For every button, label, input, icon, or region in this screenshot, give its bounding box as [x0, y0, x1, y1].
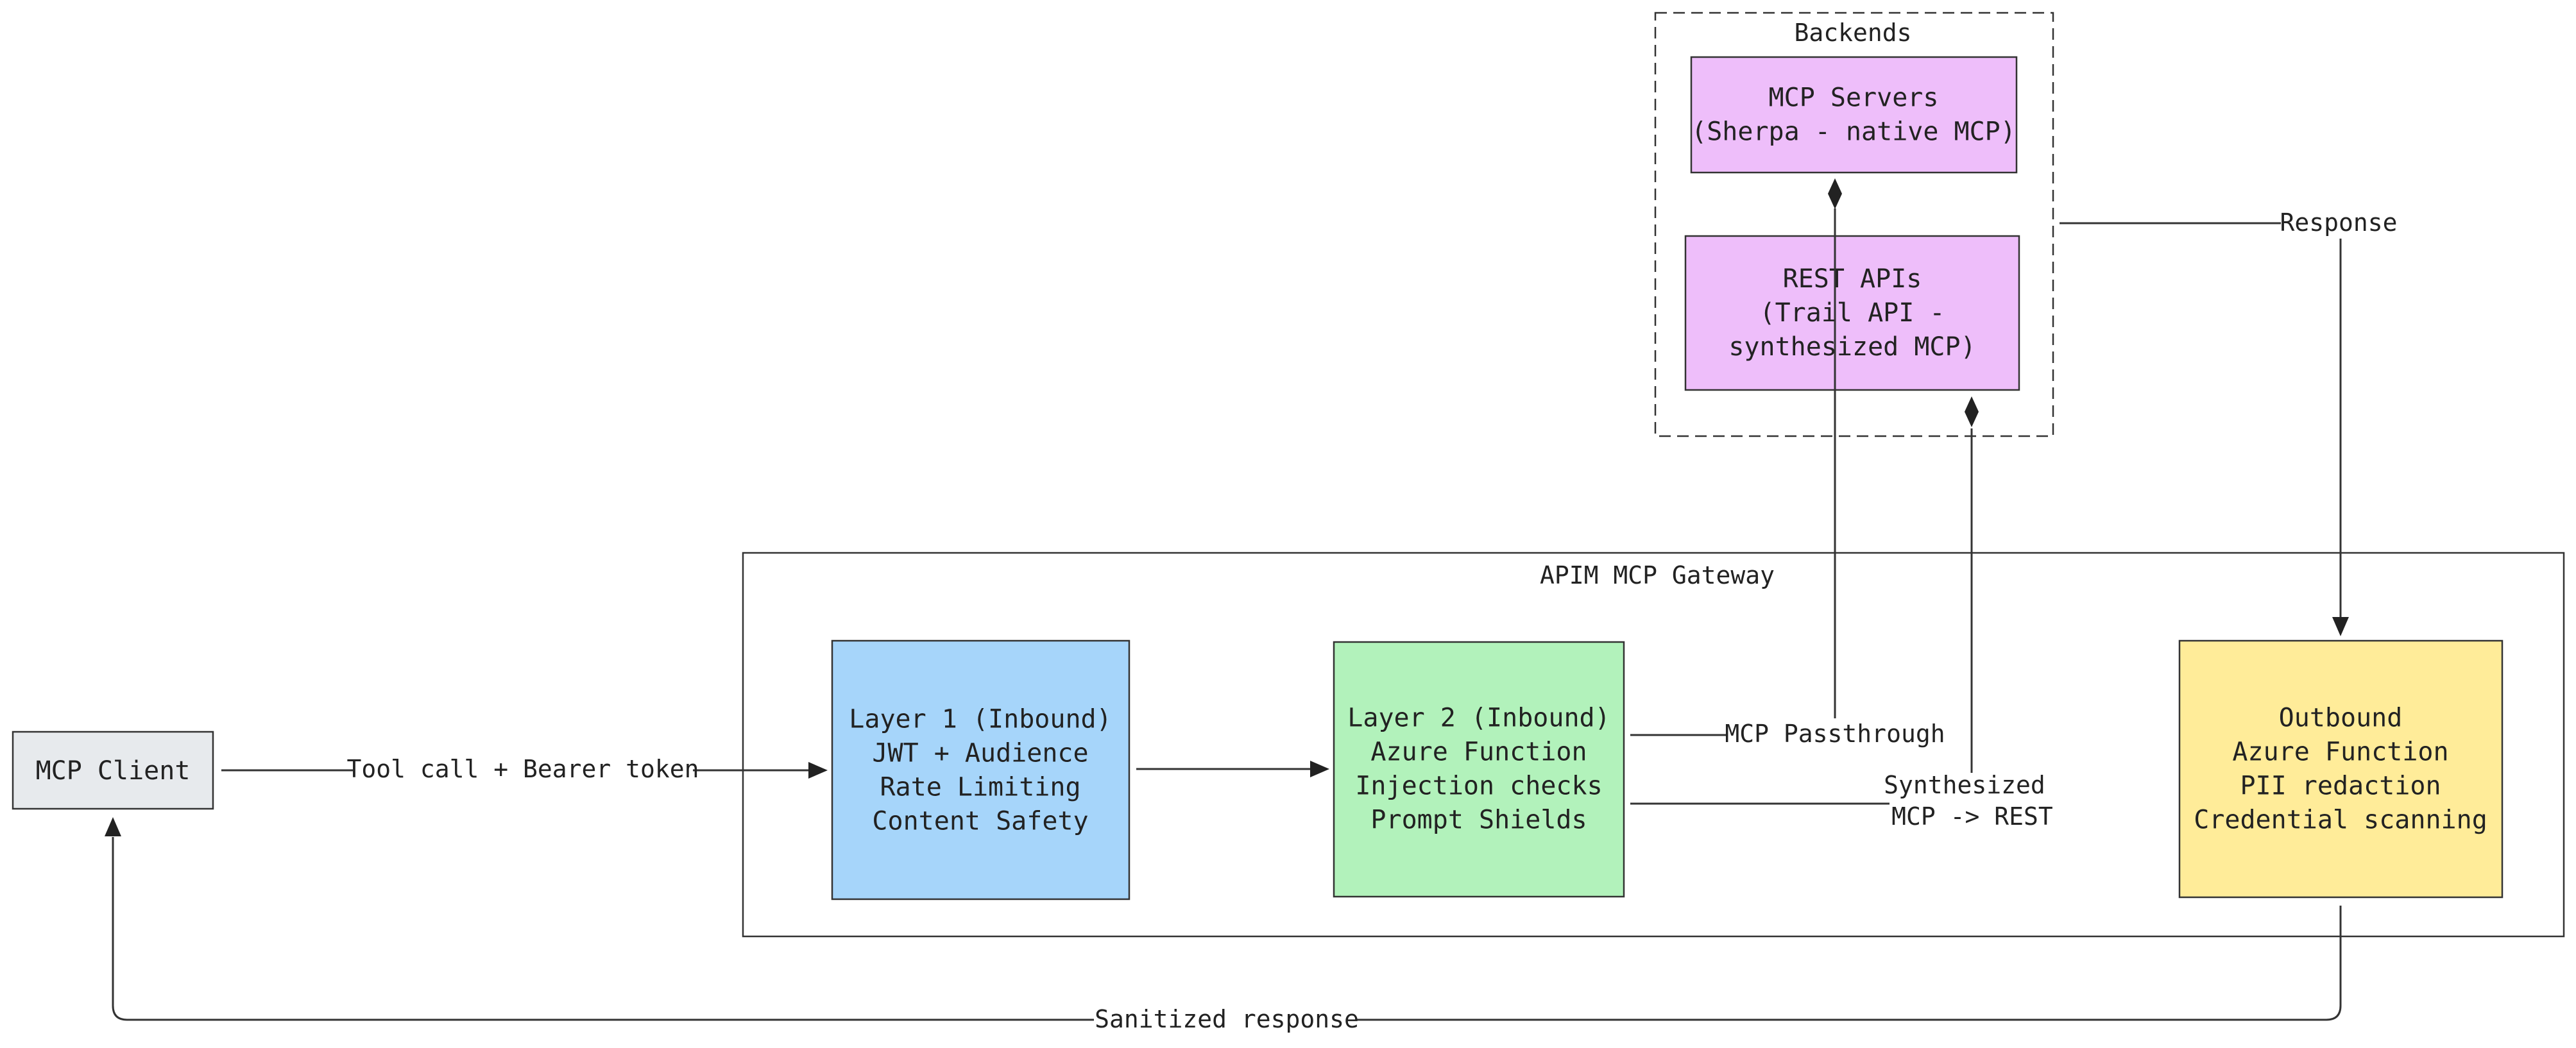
- label-response: Response: [2280, 208, 2397, 237]
- edge-tool-call: Tool call + Bearer token: [221, 754, 828, 785]
- layer2-line-2: Azure Function: [1370, 738, 1587, 767]
- edge-passthrough: MCP Passthrough: [1630, 178, 1945, 750]
- rest-apis-node[interactable]: REST APIs (Trail API - synthesized MCP): [1684, 235, 2020, 391]
- gateway-title: APIM MCP Gateway: [1540, 561, 1775, 589]
- label-passthrough: MCP Passthrough: [1725, 720, 1945, 748]
- layer2-line-3: Injection checks: [1355, 772, 1602, 801]
- arrowhead: [808, 762, 828, 779]
- rest-apis-line-1: REST APIs: [1783, 264, 1922, 294]
- label-tool-call: Tool call + Bearer token: [346, 755, 699, 783]
- mcp-client-line-1: MCP Client: [36, 756, 191, 786]
- diamond-head: [1828, 178, 1842, 209]
- gateway-group: APIM MCP Gateway: [742, 552, 2565, 938]
- mcp-servers-node[interactable]: MCP Servers (Sherpa - native MCP): [1690, 56, 2018, 174]
- outbound-line-4: Credential scanning: [2194, 806, 2487, 835]
- label-sanitized: Sanitized response: [1095, 1005, 1359, 1033]
- label-synthesized-2: MCP -> REST: [1891, 802, 2053, 831]
- arrowhead: [1310, 761, 1329, 777]
- label-synthesized-1: Synthesized: [1884, 771, 2045, 799]
- backends-group: Backends: [1654, 12, 2054, 437]
- outbound-line-1: Outbound: [2279, 704, 2403, 733]
- layer1-line-4: Content Safety: [872, 807, 1088, 836]
- mcp-servers-line-2: (Sherpa - native MCP): [1691, 117, 2016, 147]
- rest-apis-line-2: (Trail API -: [1760, 298, 1945, 328]
- arrowhead: [105, 817, 121, 836]
- outbound-line-3: PII redaction: [2240, 772, 2441, 801]
- layer2-node[interactable]: Layer 2 (Inbound) Azure FunctionInjection…: [1333, 641, 1625, 898]
- layer1-line-2: JWT + Audience: [872, 739, 1088, 768]
- edge-response: Response: [2060, 208, 2398, 636]
- layer2-line-1: Layer 2 (Inbound): [1347, 704, 1610, 733]
- layer1-line-1: Layer 1 (Inbound): [849, 705, 1111, 734]
- rest-apis-line-3: synthesized MCP): [1728, 332, 1975, 362]
- edge-sanitized: Sanitized response: [105, 817, 2342, 1035]
- mcp-servers-line-1: MCP Servers: [1769, 83, 1939, 113]
- backends-title: Backends: [1794, 19, 1911, 47]
- layer1-line-3: Rate Limiting: [880, 773, 1080, 802]
- diamond-head: [1965, 396, 1979, 427]
- outbound-line-2: Azure Function: [2232, 738, 2448, 767]
- edge-synthesized: Synthesized MCP -> REST: [1630, 396, 2053, 831]
- layer2-line-4: Prompt Shields: [1370, 806, 1587, 835]
- mcp-client-node[interactable]: MCP Client: [12, 731, 214, 810]
- arrowhead: [2332, 617, 2349, 636]
- edge-layer1-to-layer2: [1136, 761, 1329, 777]
